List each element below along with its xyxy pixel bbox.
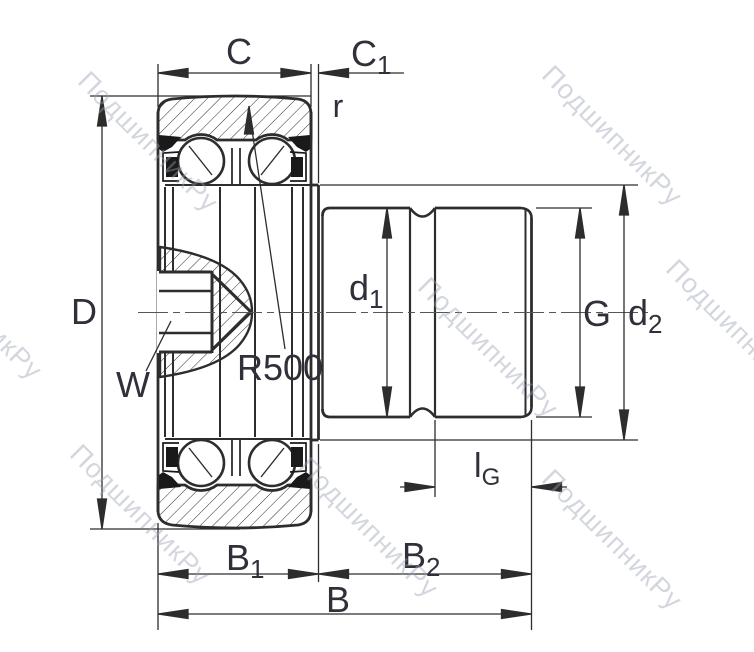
label-d1: d1 [349, 267, 384, 314]
outer-ring-bottom-section [156, 483, 313, 530]
dimension-G [536, 207, 592, 418]
seal-wedge [288, 472, 310, 489]
leader-W [145, 320, 172, 372]
label-D: D [71, 291, 97, 332]
seal-block [291, 447, 303, 467]
label-W: W [116, 364, 150, 405]
label-lG: lG [474, 447, 500, 491]
seal-lip [289, 151, 307, 182]
label-B2: B2 [402, 535, 440, 582]
label-C: C [226, 31, 252, 72]
dimension-C [157, 64, 312, 107]
label-R500: R500 [237, 347, 323, 388]
dimensions [90, 64, 638, 630]
thread-end-chamfer [520, 206, 533, 219]
seal-block [166, 447, 178, 467]
leader-R500 [243, 105, 286, 350]
dimension-B1 [157, 444, 320, 630]
ball-contact-marks [188, 145, 285, 478]
label-G: G [583, 293, 611, 334]
seal-block [291, 157, 303, 177]
cage-bars [231, 148, 241, 476]
thread-end-chamfer [520, 406, 533, 419]
stud-shaft [311, 183, 533, 442]
seal-lip [162, 442, 180, 473]
dimension-lG [400, 420, 567, 497]
hex-socket [159, 270, 252, 354]
dimension-d2 [320, 184, 638, 441]
seal-wedge [159, 472, 181, 489]
dimension-d1 [381, 207, 393, 418]
stud-collar [321, 206, 410, 419]
seal-block [166, 157, 178, 177]
seal-lip [289, 442, 307, 473]
dimension-labels: D C C1 r W R500 d1 G d2 lG B1 B2 B [71, 31, 663, 620]
dimension-B2 [318, 420, 533, 630]
seal-wedge [159, 135, 181, 152]
label-r: r [333, 88, 344, 124]
seal-lip [162, 151, 180, 182]
dimension-B [157, 608, 532, 620]
seal-wedge [288, 135, 310, 152]
label-d2: d2 [628, 292, 663, 339]
label-B: B [326, 579, 350, 620]
label-C1: C1 [351, 33, 391, 80]
seals [159, 135, 310, 489]
dimension-C1 [317, 64, 404, 183]
outer-ring-top-section [156, 94, 313, 142]
dimension-D [90, 95, 311, 530]
label-B1: B1 [226, 537, 264, 584]
